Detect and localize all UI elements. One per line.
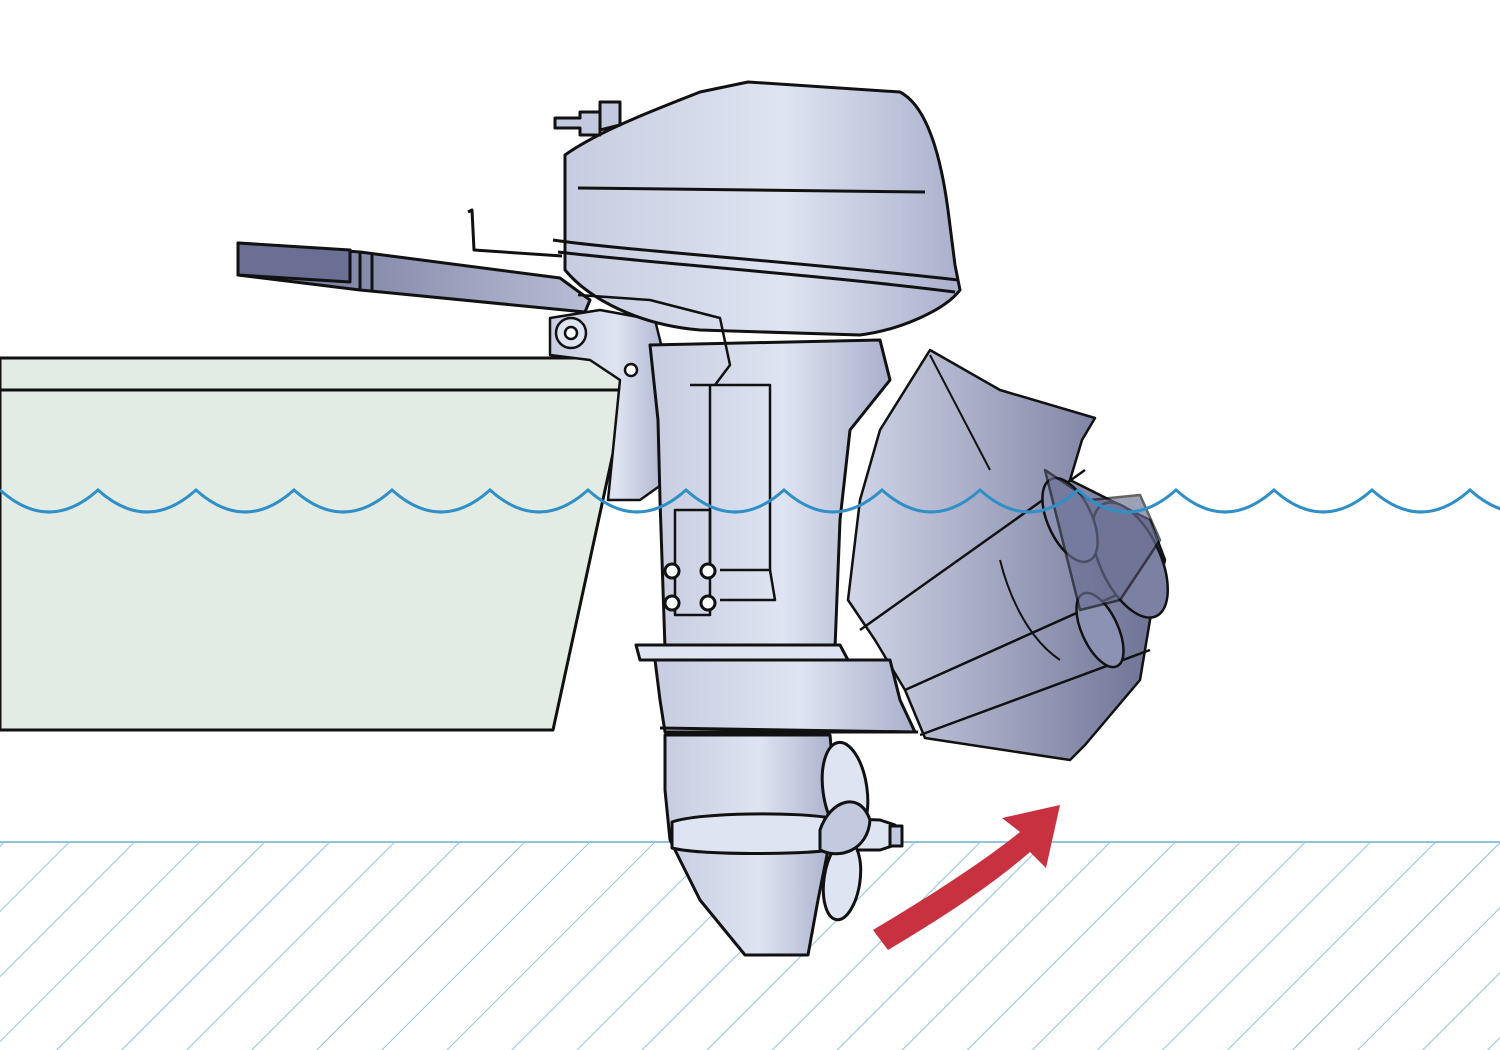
tiller-handle bbox=[236, 208, 732, 386]
tilt-direction-arrow bbox=[873, 805, 1060, 950]
tilted-up-engine bbox=[846, 348, 1170, 762]
water-surface bbox=[0, 487, 1500, 514]
outboard-engine bbox=[552, 80, 962, 957]
boat-hull bbox=[0, 356, 632, 732]
